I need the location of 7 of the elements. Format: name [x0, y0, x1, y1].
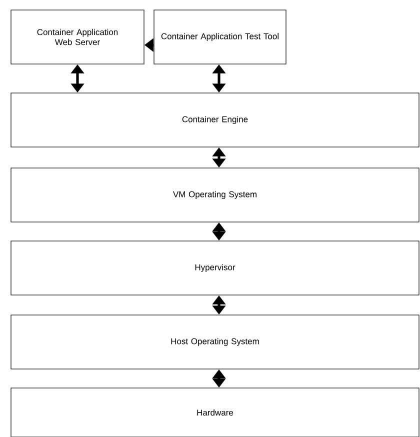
- layer-box: VM Operating System: [10, 168, 420, 222]
- layer-box: Container Engine: [10, 92, 420, 148]
- layer-box: Hypervisor: [10, 240, 420, 296]
- application-box: Container Application Test Tool: [154, 10, 286, 64]
- layer-box: Hardware: [10, 388, 420, 437]
- application-box: Container Application Web Server: [10, 10, 144, 64]
- layer-box: Host Operating System: [10, 314, 420, 370]
